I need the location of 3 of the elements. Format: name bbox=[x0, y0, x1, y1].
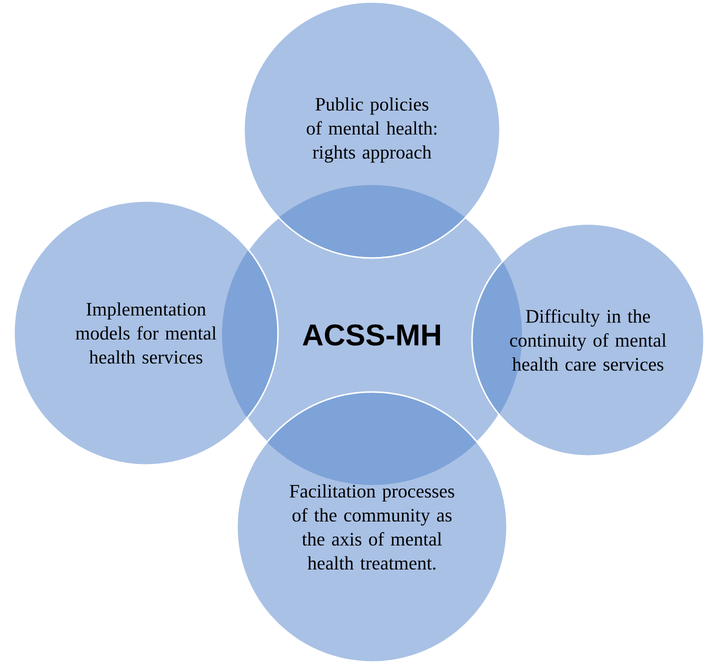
node-label: Public policies of mental health: rights approach bbox=[306, 97, 436, 163]
node-label: Implementation models for mental health services bbox=[76, 302, 216, 364]
node-label: Facilitation processes of the community as the axis of mental health treatment. bbox=[290, 484, 454, 570]
